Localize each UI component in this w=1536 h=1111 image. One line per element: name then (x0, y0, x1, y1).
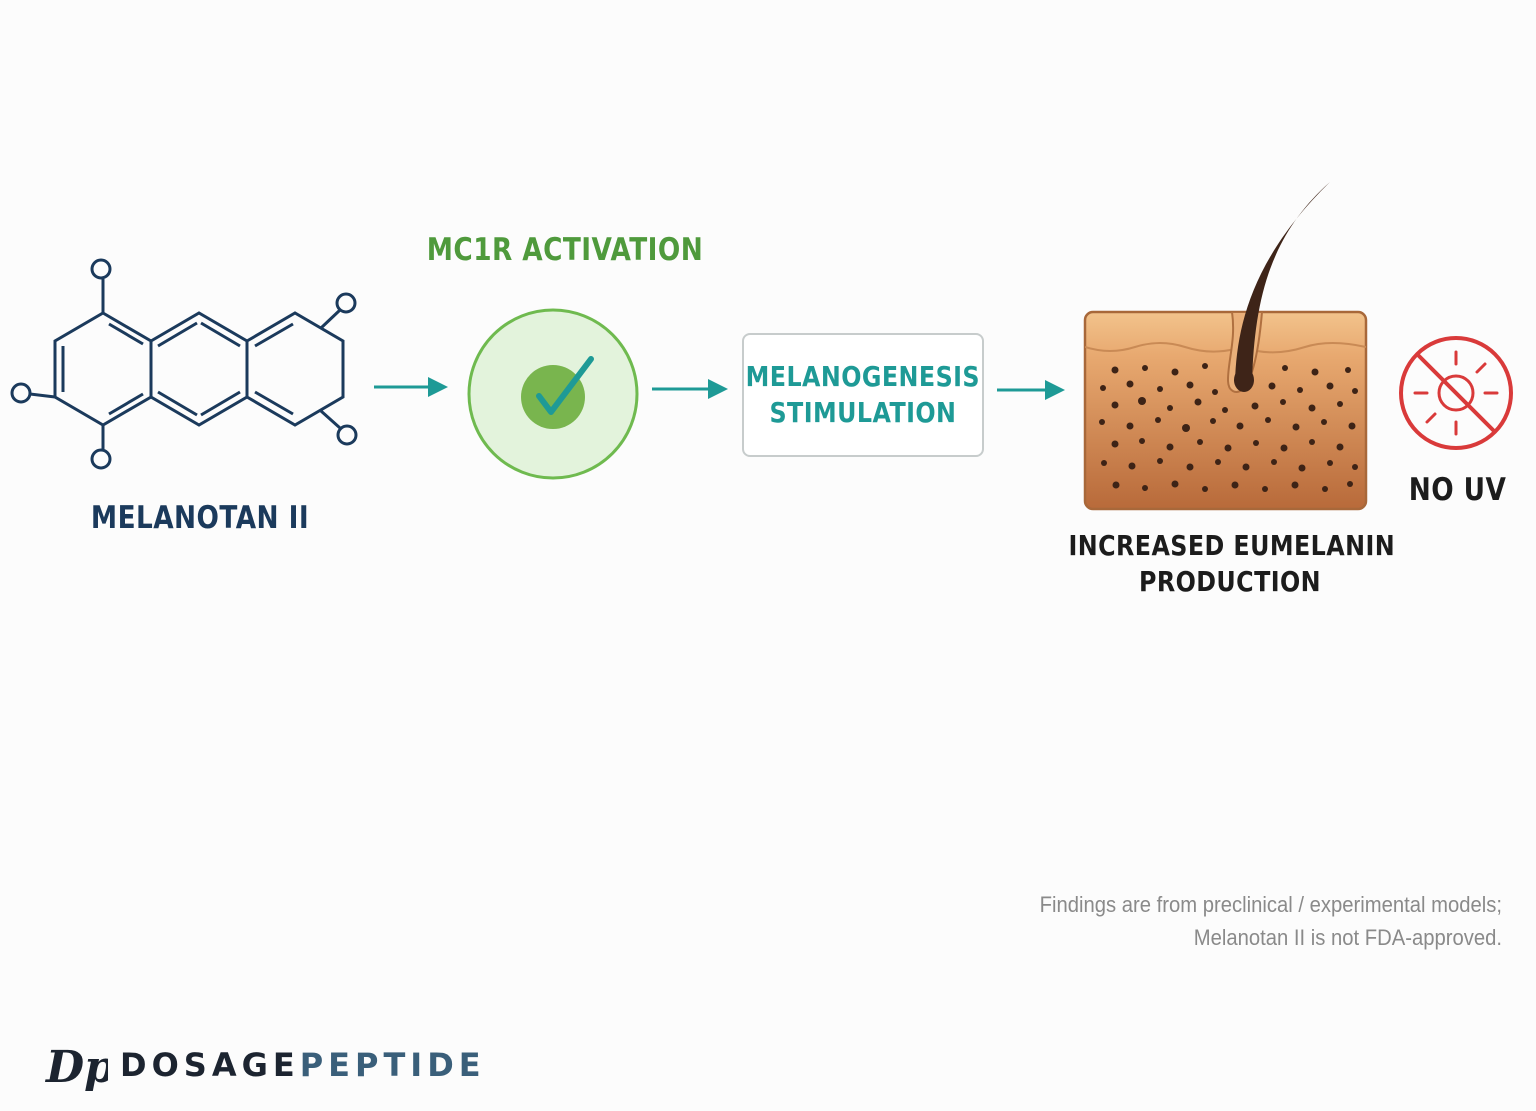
brand-logo-icon: Dp (44, 1042, 108, 1093)
molecule-label: MELANOTAN II (90, 500, 310, 536)
outcome-label: INCREASED EUMELANIN PRODUCTION (1068, 528, 1396, 600)
check-circle-icon (467, 308, 639, 480)
disclaimer-line-2: Melanotan II is not FDA-approved. (1193, 925, 1502, 950)
receptor-label: MC1R ACTIVATION (426, 232, 704, 268)
melanin-granules (1099, 363, 1358, 492)
outcome-line-1: INCREASED EUMELANIN (1068, 529, 1396, 562)
process-line-1: MELANOGENESIS (745, 360, 981, 393)
outcome-line-2: PRODUCTION (1138, 565, 1322, 598)
no-uv-label: NO UV (1408, 472, 1507, 508)
disclaimer-line-1: Findings are from preclinical / experime… (1039, 892, 1502, 917)
melanogenesis-box: MELANOGENESIS STIMULATION (742, 333, 984, 457)
arrow-right-icon (997, 380, 1065, 400)
arrow-right-icon (374, 377, 448, 397)
brand-wordmark: DOSAGEPEPTIDE (120, 1046, 486, 1084)
process-line-2: STIMULATION (769, 396, 957, 429)
molecule-icon (10, 258, 358, 470)
brand-part-2: PEPTIDE (299, 1046, 486, 1084)
no-sun-icon (1399, 336, 1513, 450)
skin-cross-section-icon (1083, 182, 1368, 511)
disclaimer: Findings are from preclinical / experime… (948, 888, 1502, 954)
brand-logo-glyph: Dp (44, 1042, 108, 1093)
brand-part-1: DOSAGE (120, 1046, 300, 1084)
arrow-right-icon (652, 379, 728, 399)
